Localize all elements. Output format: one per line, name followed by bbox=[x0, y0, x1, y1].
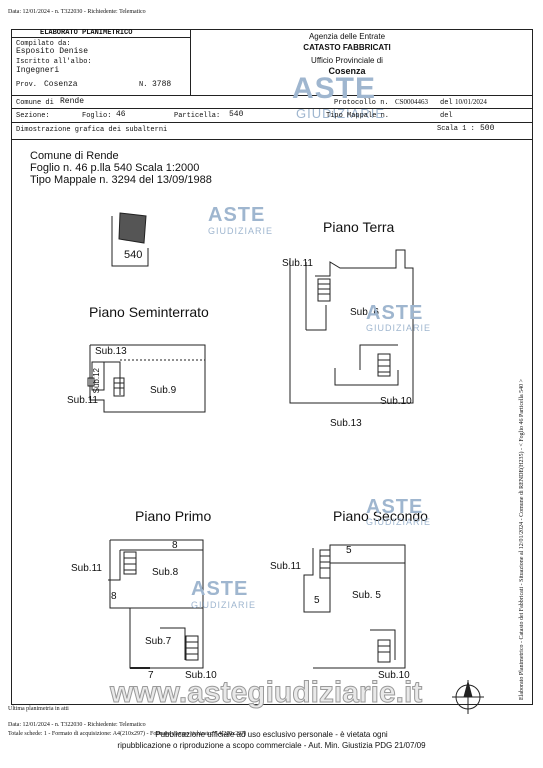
watermark-aste-header: ASTE bbox=[292, 72, 377, 105]
seminterrato-sub-12: Sub.12 bbox=[92, 368, 101, 394]
terra-sub-13: Sub.13 bbox=[330, 418, 362, 429]
parcel-outline bbox=[111, 216, 149, 267]
ufficio-city: Cosenza bbox=[328, 66, 366, 76]
secondo-sub-5: Sub. 5 bbox=[352, 590, 381, 601]
secondo-sub-10: Sub.10 bbox=[378, 670, 410, 681]
side-vertical-text: Elaborato Planimetrico - Catasto dei Fab… bbox=[519, 378, 525, 700]
watermark-giudiziarie-4: GIUDIZIARIE bbox=[191, 600, 257, 610]
footer-totale-schede: Totale schede: 1 - Formato di acquisizio… bbox=[8, 731, 247, 737]
secondo-sub-11: Sub.11 bbox=[270, 561, 301, 572]
watermark-aste-2: ASTE bbox=[366, 302, 424, 324]
primo-label-8-top: 8 bbox=[172, 540, 178, 551]
watermark-aste-3: ASTE bbox=[366, 496, 424, 518]
scala-label: Scala 1 : bbox=[437, 125, 475, 133]
secondo-label-5-left: 5 bbox=[314, 595, 320, 606]
watermark-giudiziarie-2: GIUDIZIARIE bbox=[366, 323, 432, 333]
watermark-giudiziarie-header: GIUDIZIARIE bbox=[296, 106, 386, 121]
primo-label-7: 7 bbox=[148, 670, 154, 681]
section-title: ELABORATO PLANIMETRICO bbox=[40, 29, 133, 37]
drawing-frame bbox=[11, 138, 533, 705]
n-label: N. bbox=[139, 81, 148, 89]
sezione-label: Sezione: bbox=[16, 112, 50, 120]
secondo-outline bbox=[303, 544, 406, 669]
dimostrazione-label: Dimostrazione grafica dei subalterni bbox=[16, 126, 168, 134]
n-value: 3788 bbox=[152, 80, 172, 89]
iscritto-label: Iscritto all'albo: bbox=[16, 58, 92, 66]
protocollo-date: 10/01/2024 bbox=[455, 98, 487, 106]
plan-title-seminterrato: Piano Seminterrato bbox=[89, 304, 209, 320]
protocollo-label: Protocollo n. bbox=[334, 99, 389, 107]
watermark-giudiziarie-3: GIUDIZIARIE bbox=[366, 517, 432, 527]
watermark-aste-1: ASTE bbox=[208, 204, 266, 226]
parcel-shape bbox=[118, 212, 147, 244]
plan-title-primo: Piano Primo bbox=[135, 508, 212, 524]
plan-title-terra: Piano Terra bbox=[323, 219, 395, 235]
primo-sub-11: Sub.11 bbox=[71, 563, 102, 574]
protocollo-value: CS0004463 bbox=[395, 98, 429, 106]
terra-sub-6: Sub. 6 bbox=[350, 307, 379, 318]
parcel-label: 540 bbox=[124, 249, 143, 261]
secondo-label-5-top: 5 bbox=[346, 545, 352, 556]
plan-foglio: Foglio n. 46 p.lla 540 Scala 1:2000 bbox=[30, 162, 200, 174]
terra-outline bbox=[289, 249, 414, 404]
plan-title-secondo: Piano Secondo bbox=[333, 508, 428, 524]
scala-value: 500 bbox=[480, 124, 495, 133]
particella-label: Particella: bbox=[174, 112, 221, 120]
compilato-label: Compilato da: bbox=[16, 40, 71, 48]
seminterrato-sub-11: Sub.11 bbox=[67, 395, 98, 406]
comune-label: Comune di bbox=[16, 99, 54, 107]
watermark-aste-4: ASTE bbox=[191, 578, 249, 600]
footer-notice-2: ripubblicazione o riproduzione a scopo c… bbox=[117, 741, 426, 750]
foglio-label: Foglio: bbox=[82, 112, 112, 120]
tipo-label: Tipo Mappale n. bbox=[326, 112, 390, 120]
primo-sub-10: Sub.10 bbox=[185, 670, 217, 681]
seminterrato-sub-13: Sub.13 bbox=[95, 346, 127, 357]
primo-sub-7: Sub.7 bbox=[145, 636, 172, 647]
primo-label-8-left: 8 bbox=[111, 591, 117, 602]
watermark-giudiziarie-1: GIUDIZIARIE bbox=[208, 226, 274, 236]
terra-sub-11: Sub.11 bbox=[282, 258, 313, 269]
particella-value: 540 bbox=[229, 110, 244, 119]
footer-ultima: Ultima planimetria in atti bbox=[8, 706, 69, 712]
plan-comune: Comune di Rende bbox=[30, 150, 119, 162]
seminterrato-sub-9: Sub.9 bbox=[150, 385, 177, 396]
iscritto-value: Ingegneri bbox=[16, 66, 60, 75]
footer-notice-1: Pubblicazione ufficiale ad uso esclusivo… bbox=[155, 730, 388, 739]
header-frame bbox=[11, 29, 533, 140]
primo-sub-8: Sub.8 bbox=[152, 567, 179, 578]
top-date-line: Data: 12/01/2024 - n. T322030 - Richiede… bbox=[8, 9, 146, 15]
watermark-site: www.astegiudiziarie.it bbox=[109, 676, 423, 710]
prov-value: Cosenza bbox=[44, 80, 78, 89]
del2-label: del bbox=[440, 112, 453, 120]
compilato-name: Esposito Denise bbox=[16, 47, 89, 56]
plan-tipo-mappale: Tipo Mappale n. 3294 del 13/09/1988 bbox=[30, 174, 212, 186]
foglio-value: 46 bbox=[116, 110, 126, 119]
agency-name: Agenzia delle Entrate bbox=[308, 32, 386, 41]
prov-label: Prov. bbox=[16, 81, 38, 89]
comune-value: Rende bbox=[60, 97, 85, 106]
seminterrato-outline bbox=[89, 344, 206, 413]
del-label: del bbox=[440, 99, 453, 107]
catasto-title: CATASTO FABBRICATI bbox=[303, 43, 391, 52]
ufficio-label: Ufficio Provinciale di bbox=[311, 56, 383, 65]
footer-date-line: Data: 12/01/2024 - n. T322030 - Richiede… bbox=[8, 722, 146, 728]
terra-sub-10: Sub.10 bbox=[380, 396, 412, 407]
